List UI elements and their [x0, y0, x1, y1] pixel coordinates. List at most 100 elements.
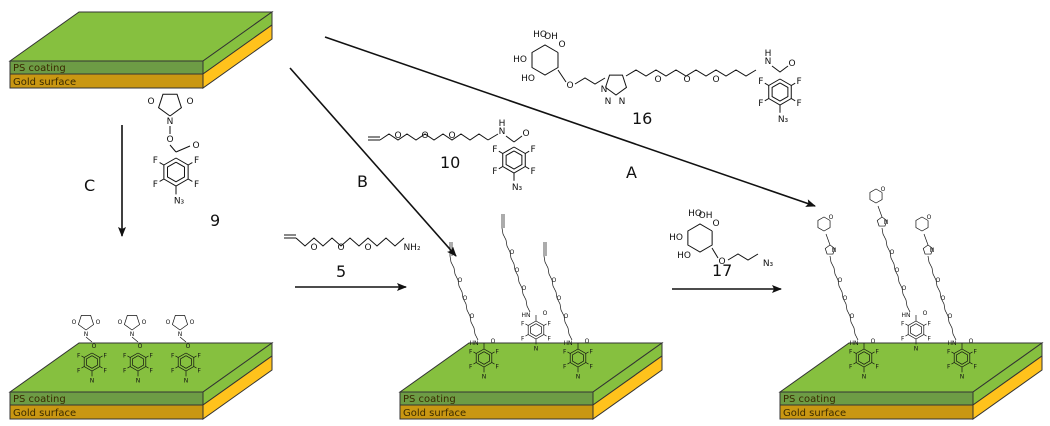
- fluorine-label: F: [150, 368, 154, 375]
- atom-label: O: [895, 267, 900, 274]
- atom-label: N: [130, 331, 135, 338]
- atom-label: O: [470, 313, 475, 320]
- fluorine-label: F: [171, 352, 175, 359]
- atom-label: O: [683, 75, 690, 85]
- fluorine-label: F: [194, 156, 199, 166]
- atom-label: N: [499, 127, 506, 137]
- atom-label: O: [421, 131, 428, 141]
- fluorine-label: F: [876, 348, 880, 355]
- fluorine-label: F: [947, 348, 951, 355]
- fluorine-label: F: [153, 156, 158, 166]
- atom-label: H: [765, 49, 772, 59]
- atom-label: O: [941, 295, 946, 302]
- fluorine-label: F: [849, 364, 853, 371]
- atom-label: O: [788, 59, 795, 69]
- fluorine-label: F: [153, 180, 158, 190]
- nitrogen-label: N: [482, 373, 487, 380]
- fluorine-label: F: [492, 145, 497, 155]
- atom-label: O: [850, 313, 855, 320]
- atom-label: O: [923, 310, 928, 317]
- atom-label: N: [167, 117, 174, 127]
- fluorine-label: F: [104, 352, 108, 359]
- azide-label: N₃: [174, 196, 185, 206]
- atom-label: O: [142, 319, 147, 326]
- atom-label: O: [394, 131, 401, 141]
- fluorine-label: F: [496, 364, 500, 371]
- atom-label: O: [936, 277, 941, 284]
- ps-coating-label: PS coating: [13, 63, 66, 74]
- fluorine-label: F: [521, 336, 525, 343]
- atom-label: O: [491, 338, 496, 345]
- atom-label: HO: [688, 209, 702, 219]
- nitrogen-label: N: [184, 377, 189, 384]
- ps-coating-label: PS coating: [403, 394, 456, 405]
- atom-label: HN: [470, 340, 479, 347]
- atom-label: O: [72, 319, 77, 326]
- fluorine-label: F: [531, 145, 536, 155]
- route-label-c: C: [84, 176, 95, 195]
- fluorine-label: F: [590, 348, 594, 355]
- fluorine-label: F: [496, 348, 500, 355]
- fluorine-label: F: [849, 348, 853, 355]
- nitrogen-label: N: [914, 345, 919, 352]
- atom-label: N₃: [763, 259, 774, 269]
- fluorine-label: F: [123, 368, 127, 375]
- compound-number-10: 10: [440, 153, 460, 172]
- azide-label: N₃: [778, 115, 789, 125]
- arrow-route-b: [289, 67, 457, 257]
- fluorine-label: F: [521, 320, 525, 327]
- fluorine-label: F: [548, 336, 552, 343]
- atom-label: O: [843, 295, 848, 302]
- fluorine-label: F: [797, 77, 802, 87]
- atom-label: O: [890, 249, 895, 256]
- gold-surface-label: Gold surface: [783, 408, 846, 419]
- atom-label: O: [337, 243, 344, 253]
- atom-label: O: [190, 319, 195, 326]
- atom-label: H: [499, 119, 506, 129]
- gold-surface-layer: [779, 404, 974, 420]
- atom-label: O: [552, 277, 557, 284]
- atom-label: O: [927, 214, 932, 221]
- atom-label: O: [543, 310, 548, 317]
- atom-label: O: [558, 40, 565, 50]
- atom-label: HO: [521, 74, 535, 84]
- atom-label: O: [829, 214, 834, 221]
- atom-label: N: [84, 331, 89, 338]
- fluorine-label: F: [150, 352, 154, 359]
- atom-label: O: [712, 75, 719, 85]
- atom-label: OH: [699, 211, 713, 221]
- fluorine-label: F: [469, 348, 473, 355]
- atom-label: O: [192, 141, 199, 151]
- atom-label: HN: [948, 340, 957, 347]
- nitrogen-label: N: [862, 373, 867, 380]
- ps-coating-label: PS coating: [783, 394, 836, 405]
- fluorine-label: F: [563, 348, 567, 355]
- fluorine-label: F: [590, 364, 594, 371]
- fluorine-label: F: [797, 99, 802, 109]
- fluorine-label: F: [758, 77, 763, 87]
- fluorine-label: F: [77, 368, 81, 375]
- atom-label: N: [601, 85, 608, 95]
- atom-label: HO: [677, 251, 691, 261]
- atom-label: O: [310, 243, 317, 253]
- atom-label: NH₂: [403, 243, 421, 253]
- fluorine-label: F: [928, 320, 932, 327]
- nitrogen-label: N: [90, 377, 95, 384]
- atom-label: N: [619, 97, 626, 107]
- fluorine-label: F: [563, 364, 567, 371]
- fluorine-label: F: [469, 364, 473, 371]
- atom-label: O: [564, 313, 569, 320]
- atom-label: O: [92, 343, 97, 350]
- nitrogen-label: N: [960, 373, 965, 380]
- fluorine-label: F: [974, 364, 978, 371]
